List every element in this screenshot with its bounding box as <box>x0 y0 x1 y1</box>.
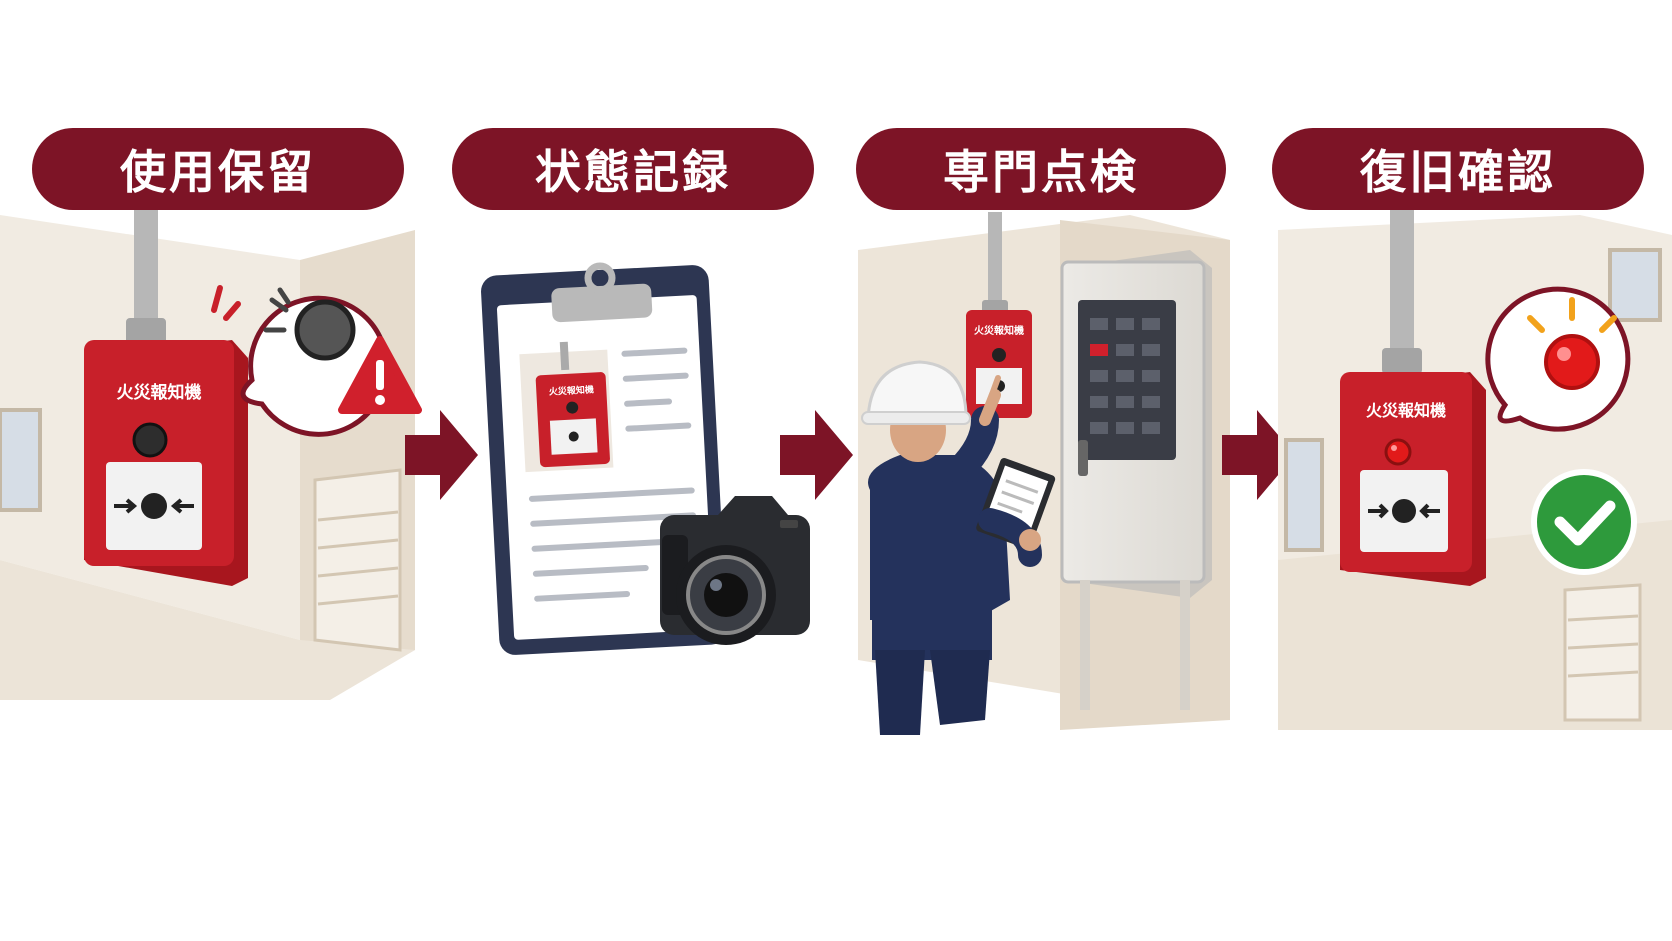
camera-icon <box>660 496 810 645</box>
fire-alarm-box-inspected: 火災報知機 <box>966 310 1032 418</box>
hard-hat-icon <box>861 360 971 425</box>
fire-alarm-box: 火災報知機 <box>84 340 248 586</box>
inspector-worker <box>861 360 1056 735</box>
step-title-inspection: 専門点検 <box>856 128 1226 210</box>
scene-hold-use: 火災報知機 <box>0 205 422 700</box>
arrow-right-icon <box>405 410 478 500</box>
arrow-right-icon <box>780 410 853 500</box>
scene-record-state: 火災報知機 <box>481 262 810 655</box>
scene-recovery-confirm: 火災報知機 <box>1278 205 1672 730</box>
light-on-bubble <box>1485 286 1631 432</box>
warning-icon <box>338 336 422 414</box>
step-title-hold-use: 使用保留 <box>32 128 404 210</box>
device-label-restored: 火災報知機 <box>1366 401 1446 420</box>
scene-professional-inspection: 火災報知機 <box>858 212 1230 735</box>
step-title-record-state: 状態記録 <box>452 128 814 210</box>
fire-alarm-box-restored: 火災報知機 <box>1340 372 1486 586</box>
device-label-small: 火災報知機 <box>549 383 595 397</box>
step-title-recovery: 復旧確認 <box>1272 128 1644 210</box>
device-label-inspected: 火災報知機 <box>974 324 1024 337</box>
clipboard-icon: 火災報知機 <box>481 262 727 655</box>
device-label: 火災報知機 <box>117 382 202 403</box>
checkmark-icon <box>1531 469 1637 575</box>
arrow-right-icon <box>1222 410 1295 500</box>
fire-control-panel <box>1060 250 1212 710</box>
